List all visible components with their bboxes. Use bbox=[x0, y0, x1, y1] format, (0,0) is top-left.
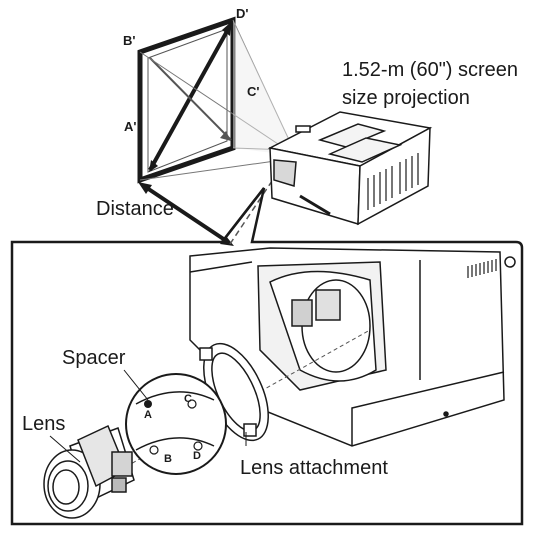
hole-label-a: A bbox=[144, 409, 152, 421]
corner-label-c: C' bbox=[247, 84, 259, 99]
lens-attachment-label: Lens attachment bbox=[240, 457, 388, 479]
screen-diagonal-line bbox=[149, 57, 232, 141]
hole-label-b: B bbox=[164, 453, 172, 465]
corner-label-d: D' bbox=[236, 6, 248, 21]
distance-label: Distance bbox=[96, 198, 174, 220]
lens-illustration bbox=[43, 424, 135, 519]
spacer-hole-a bbox=[144, 400, 152, 408]
lens-label: Lens bbox=[22, 413, 65, 435]
hole-label-d: D bbox=[193, 450, 201, 462]
screen-size-caption-line2: size projection bbox=[342, 87, 470, 109]
hole-label-c: C bbox=[184, 393, 192, 405]
projector-body-closeup bbox=[189, 247, 516, 447]
projector-illustration bbox=[267, 111, 433, 226]
spacer-label: Spacer bbox=[62, 347, 126, 369]
inset-frame bbox=[10, 187, 524, 526]
screen-size-caption-line1: 1.52-m (60") screen bbox=[342, 59, 518, 81]
screen-diagonal-arrow bbox=[148, 23, 233, 171]
spacer-magnifier bbox=[125, 373, 227, 475]
projection-screen bbox=[137, 16, 236, 184]
corner-label-b: B' bbox=[123, 33, 135, 48]
corner-label-a: A' bbox=[124, 119, 136, 134]
distance-arrow bbox=[138, 165, 283, 246]
